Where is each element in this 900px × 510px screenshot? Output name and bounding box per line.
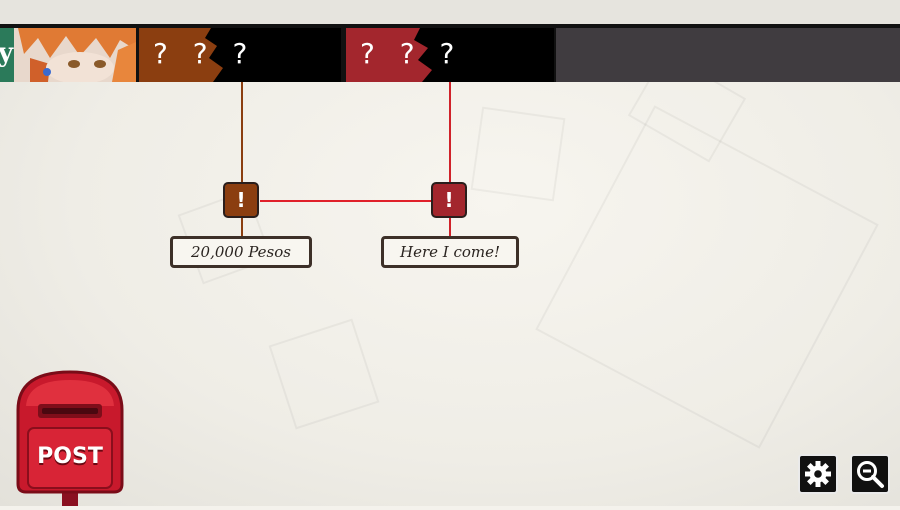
- unknown-character-name: ? ? ?: [153, 37, 256, 70]
- event-alert-node-2[interactable]: !: [431, 182, 467, 218]
- top-strip: [0, 0, 900, 24]
- connector-line: [449, 218, 451, 236]
- zoom-out-icon: [857, 461, 884, 488]
- alert-mark: !: [236, 188, 246, 212]
- zoom-out-button[interactable]: [850, 454, 890, 494]
- character-portrait-slot[interactable]: y: [0, 28, 136, 82]
- event-label-text: Here I come!: [399, 243, 501, 261]
- event-label-2[interactable]: Here I come!: [381, 236, 519, 268]
- connector-line: [449, 82, 451, 182]
- portrait-name-fragment: y: [0, 38, 14, 68]
- unknown-character-slot-2[interactable]: ? ? ?: [346, 28, 554, 82]
- mailbox-icon: [16, 370, 124, 506]
- alert-mark: !: [444, 188, 454, 212]
- connector-line: [241, 82, 243, 182]
- empty-character-slot: [556, 28, 900, 82]
- unknown-character-slot-1[interactable]: ? ? ?: [139, 28, 341, 82]
- character-bar: y ? ? ? ? ? ?: [0, 24, 900, 82]
- slot-color-band: [346, 28, 432, 82]
- connector-line: [260, 200, 432, 202]
- character-portrait: [0, 28, 136, 82]
- post-label: POST: [37, 444, 103, 469]
- settings-button[interactable]: [798, 454, 838, 494]
- event-label-text: 20,000 Pesos: [191, 243, 291, 261]
- post-box-button[interactable]: POST: [14, 370, 126, 506]
- connector-line: [241, 218, 243, 236]
- unknown-character-name: ? ? ?: [360, 37, 463, 70]
- background-decor-square: [470, 106, 566, 202]
- gear-icon: [805, 461, 831, 487]
- slot-color-band: [139, 28, 223, 82]
- event-alert-node-1[interactable]: !: [223, 182, 259, 218]
- event-label-1[interactable]: 20,000 Pesos: [170, 236, 312, 268]
